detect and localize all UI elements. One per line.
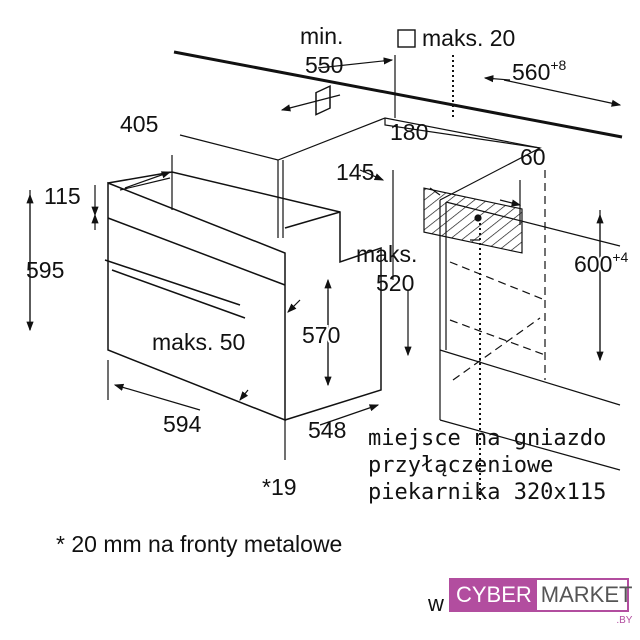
countertop-line [173, 50, 623, 139]
dim-115: 115 [44, 183, 81, 209]
dim-405: 405 [120, 111, 158, 137]
cybermarket-logo: CYBER MARKET.BY [449, 578, 632, 626]
dim-520: 520 [376, 270, 414, 296]
dim-560: 560+8 [512, 57, 567, 85]
dim-548: 548 [308, 417, 346, 443]
logo-domain: .BY [616, 615, 633, 626]
dim-145: 145 [336, 159, 374, 185]
dim-180: 180 [390, 119, 428, 145]
socket-note-line3: piekarnika 320x115 [368, 480, 606, 505]
logo-cyber: CYBER [451, 580, 537, 610]
dim-max-20: maks. 20 [422, 25, 515, 51]
watermark-partial-text: w [428, 591, 444, 616]
dim-570: 570 [302, 322, 340, 348]
dim-min-label: min. [300, 23, 343, 49]
dim-595: 595 [26, 257, 64, 283]
dim-max-520-label: maks. [356, 241, 417, 267]
square-icon [397, 29, 416, 48]
dim-550: 550 [305, 52, 343, 78]
dim-594: 594 [163, 411, 202, 437]
logo-market: MARKET.BY [540, 582, 633, 626]
socket-note-line2: przyłączeniowe [368, 453, 553, 478]
dim-max-50: maks. 50 [152, 329, 245, 355]
dim-60: 60 [520, 144, 546, 170]
dim-600: 600+4 [574, 249, 629, 277]
dim-19-footnote-ref: *19 [262, 474, 297, 500]
socket-note-line1: miejsce na gniazdo [368, 426, 606, 451]
footnote: * 20 mm na fronty metalowe [56, 531, 342, 557]
